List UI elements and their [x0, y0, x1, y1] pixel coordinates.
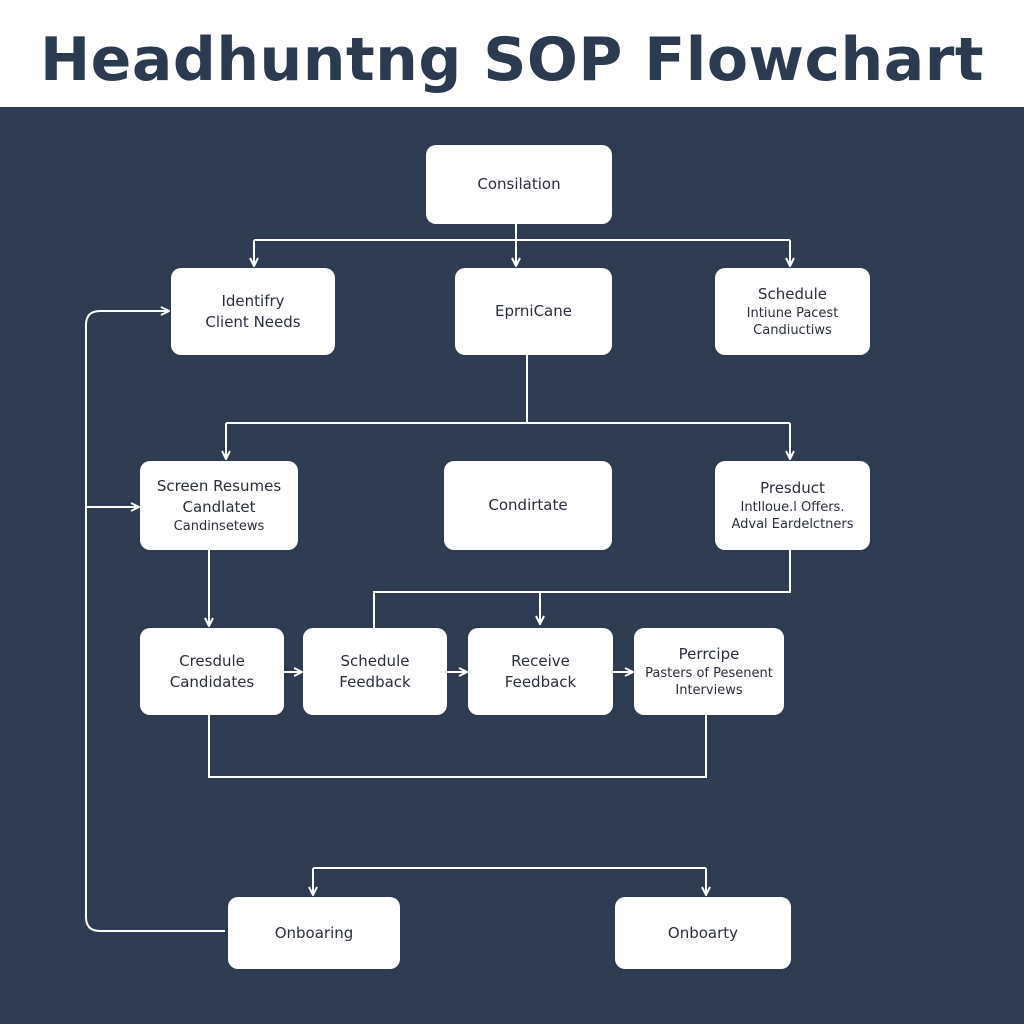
node-presduct: Presduct Intlloue.l Offers. Adval Eardel… — [715, 461, 870, 550]
node-sublabel: Pasters of Pesenent — [645, 666, 773, 681]
connector-presduct-drop — [373, 550, 791, 628]
node-onboarty: Onboarty — [615, 897, 791, 969]
node-onboaring: Onboaring — [228, 897, 400, 969]
node-sublabel: Adval Eardelctners — [731, 517, 854, 532]
node-sublabel: Client Needs — [205, 312, 301, 331]
node-label: Condirtate — [488, 496, 568, 514]
node-sublabel: Feedback — [339, 672, 411, 691]
node-sublabel: Intiune Pacest — [746, 306, 839, 321]
node-label: Onboarty — [667, 923, 739, 942]
node-label: Schedule — [758, 285, 827, 303]
node-label: Identifry — [221, 291, 285, 310]
node-schedule-feedback: Schedule Feedback — [303, 628, 447, 715]
node-sublabel: Candidates — [169, 672, 255, 691]
node-label: Perrcipe — [678, 645, 740, 663]
node-label: EprniCane — [495, 302, 572, 320]
node-sublabel: Candlatet — [182, 498, 256, 516]
node-sublabel: Candinsetews — [173, 519, 265, 534]
node-sublabel: Candiuctiws — [753, 323, 832, 338]
node-label: Receive — [511, 651, 570, 670]
page-title: Headhuntng SOP Flowchart — [39, 25, 985, 95]
node-sublabel: Interviews — [675, 683, 743, 698]
node-cresdule-candidates: Cresdule Candidates — [140, 628, 284, 715]
node-sublabel: Feedback — [504, 672, 577, 691]
node-label: Schedule — [340, 651, 410, 670]
node-eprnicane: EprniCane — [455, 268, 612, 355]
node-identify-client-needs: Identifry Client Needs — [171, 268, 335, 355]
node-screen-resumes: Screen Resumes Candlatet Candinsetews — [140, 461, 298, 550]
node-label: Consilation — [477, 175, 561, 193]
node-label: Presduct — [760, 479, 825, 497]
node-condirtate: Condirtate — [444, 461, 612, 550]
node-receive-feedback: Receive Feedback — [468, 628, 613, 715]
node-consultation: Consilation — [426, 145, 612, 224]
node-label: Onboaring — [274, 923, 354, 942]
connector-left-loop — [85, 311, 225, 932]
node-sublabel: Intlloue.l Offers. — [740, 500, 845, 515]
node-schedule-top: Schedule Intiune Pacest Candiuctiws — [715, 268, 870, 355]
node-label: Cresdule — [179, 651, 245, 670]
connector-row3-loop — [208, 715, 707, 778]
node-label: Screen Resumes — [156, 477, 282, 495]
header: Headhuntng SOP Flowchart — [0, 0, 1024, 107]
node-perrcipe: Perrcipe Pasters of Pesenent Interviews — [634, 628, 784, 715]
